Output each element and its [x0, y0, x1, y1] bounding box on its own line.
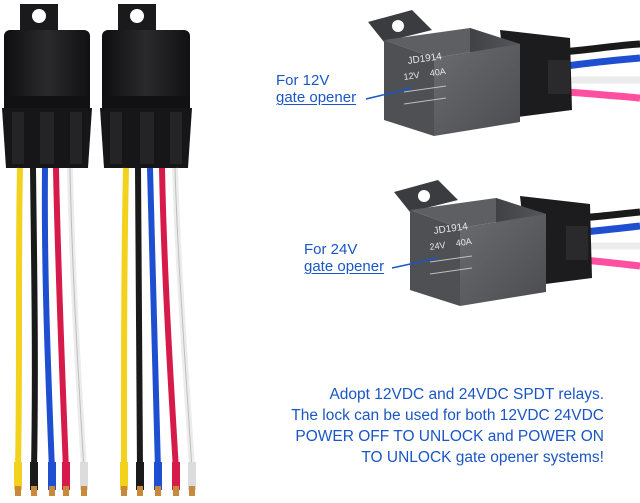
relay-24v-voltage: 24V: [429, 240, 446, 252]
relay-12v-model: JD1914: [407, 51, 443, 67]
callout-24v-pointer: [391, 257, 439, 269]
relay-harness-left-2: [100, 4, 196, 496]
callout-12v-pointer: [365, 87, 413, 100]
description-block: Adopt 12VDC and 24VDC SPDT relays. The l…: [224, 384, 604, 468]
callout-24v-line1: For 24V: [304, 241, 358, 258]
relay-12v-current: 40A: [429, 66, 446, 78]
callout-12v: For 12V gate opener: [276, 72, 356, 106]
callout-12v-line2: gate opener: [276, 89, 357, 106]
relay-24v-current: 40A: [455, 236, 472, 248]
callout-12v-line1: For 12V: [276, 72, 330, 89]
relay-24v-label: JD1914 24V 40A: [429, 221, 473, 252]
callout-24v-line2: gate opener: [304, 258, 385, 275]
description-line-4: TO UNLOCK gate opener systems!: [361, 449, 604, 466]
relay-24v: JD1914 24V 40A: [394, 180, 640, 306]
relay-12v: JD1914 12V 40A: [368, 10, 640, 136]
relay-12v-voltage: 12V: [403, 70, 420, 82]
callout-24v: For 24V gate opener: [304, 241, 384, 275]
description-line-3: POWER OFF TO UNLOCK and POWER ON: [295, 428, 604, 445]
relay-12v-label: JD1914 12V 40A: [403, 51, 447, 82]
description-line-1: Adopt 12VDC and 24VDC SPDT relays.: [329, 386, 604, 403]
description-line-2: The lock can be used for both 12VDC 24VD…: [291, 407, 604, 424]
svg-text:24V 40A: 24V 40A: [429, 236, 473, 252]
relay-harness-left-1: [2, 4, 92, 496]
relay-24v-model: JD1914: [433, 221, 469, 237]
svg-text:12V 40A: 12V 40A: [403, 66, 447, 82]
